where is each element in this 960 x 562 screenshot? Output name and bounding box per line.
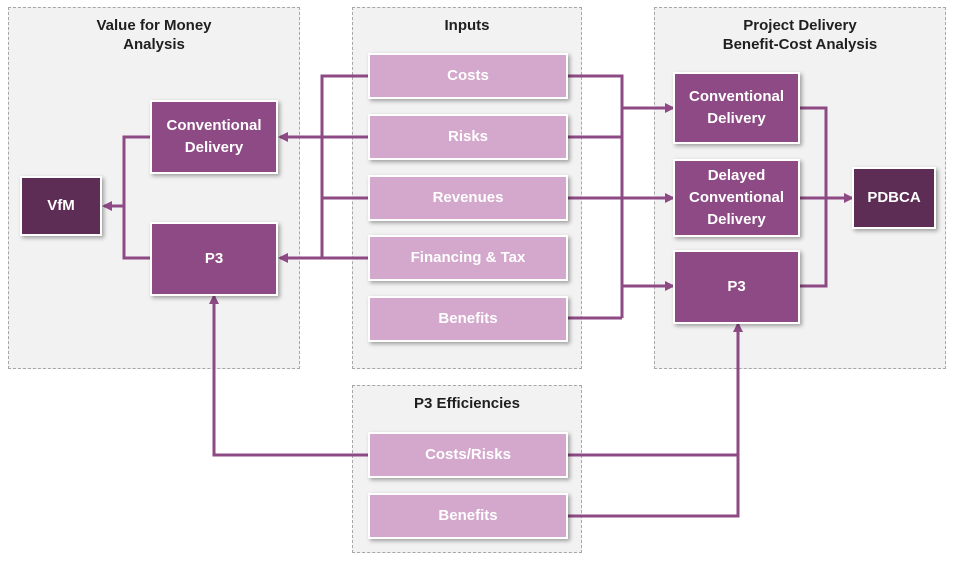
pdbca-p3-box: P3 [673, 250, 800, 324]
vfm-p3-box: P3 [150, 222, 278, 296]
vfm-conventional-delivery-box: Conventional Delivery [150, 100, 278, 174]
input-revenues-box: Revenues [368, 175, 568, 221]
pdbca-delayed-conventional-delivery-box: Delayed Conventional Delivery [673, 159, 800, 237]
pdbca-conventional-delivery-box: Conventional Delivery [673, 72, 800, 144]
input-costs-box: Costs [368, 53, 568, 99]
pdbca-panel-title: Project Delivery Benefit-Cost Analysis [722, 17, 878, 53]
inputs-panel-title: Inputs [444, 17, 490, 34]
vfm-result-box: VfM [20, 176, 102, 236]
efficiency-costs-risks-box: Costs/Risks [368, 432, 568, 478]
pdbca-result-box: PDBCA [852, 167, 936, 229]
vfm-panel-title: Value for Money Analysis [96, 17, 212, 53]
efficiency-benefits-box: Benefits [368, 493, 568, 539]
input-risks-box: Risks [368, 114, 568, 160]
input-benefits-box: Benefits [368, 296, 568, 342]
efficiencies-panel-title: P3 Efficiencies [414, 395, 520, 412]
input-financing-tax-box: Financing & Tax [368, 235, 568, 281]
